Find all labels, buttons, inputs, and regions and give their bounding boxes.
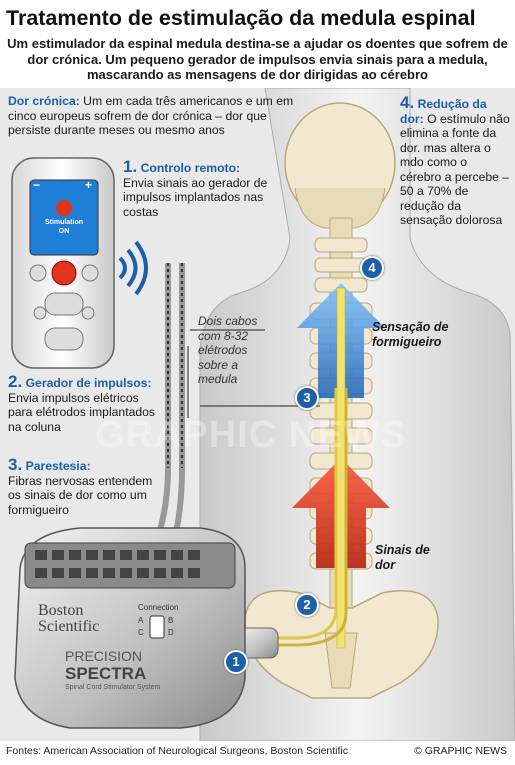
generator-model-line1: PRECISION: [65, 648, 143, 664]
tingling-label: Sensação de formigueiro: [372, 320, 449, 349]
generator-port-a: A: [138, 616, 144, 625]
step-3: 3. Parestesia: Fibras nervosas entendem …: [8, 455, 158, 517]
step-4-number: 4.: [400, 93, 415, 112]
step-1: 1. Controlo remoto: Envia sinais ao gera…: [123, 157, 268, 219]
generator-connection: Connection: [138, 603, 179, 612]
step-1-number: 1.: [123, 157, 138, 176]
generator-port-b: B: [168, 616, 174, 625]
generator-model-line2: SPECTRA: [65, 664, 147, 683]
step-2-heading: Gerador de impulsos:: [25, 376, 152, 390]
page-title: Tratamento de estimulação da medula espi…: [6, 6, 476, 30]
generator-model-line3: Spinal Cord Stimulator System: [65, 684, 161, 691]
watermark: GRAPHIC NEWS: [95, 414, 407, 456]
footer-credit: © GRAPHIC NEWS: [414, 745, 507, 757]
chronic-pain-body: Um em cada três americanos e um em cinco…: [8, 94, 294, 137]
step-4-heading: Redução da dor:: [400, 97, 487, 126]
spinal-leads: [255, 287, 348, 649]
step-2-text: Envia impulsos elétricos para elétrodos …: [8, 390, 156, 434]
badge-4: 4: [360, 256, 384, 280]
step-4: 4. Redução da dor: O estímulo não elimin…: [400, 93, 510, 228]
remote-screen: Stimulation ON: [30, 218, 98, 236]
generator-port-c: C: [138, 628, 144, 637]
badge-3: 3: [295, 386, 319, 410]
remote-screen-line1: Stimulation: [44, 219, 84, 226]
badge-1: 1: [224, 650, 248, 674]
remote-minus-label: −: [33, 178, 41, 192]
step-2-number: 2.: [8, 372, 23, 391]
pulse-generator: [14, 527, 246, 729]
illustration-panel: Stimulation ON − + Dor crónica: Um em ca…: [0, 88, 515, 741]
remote-plus-label: +: [85, 178, 93, 192]
generator-brand: Boston Scientific: [38, 602, 100, 635]
illustration-svg: [11, 88, 515, 741]
footer-sources: Fontes: American Association of Neurolog…: [6, 745, 349, 757]
step-3-number: 3.: [8, 455, 23, 474]
remote-screen-line2: ON: [58, 228, 70, 235]
pain-label: Sinais de dor: [375, 543, 430, 572]
skull: [284, 102, 396, 229]
badge-2: 2: [295, 593, 319, 617]
remote-control: [11, 157, 148, 369]
step-3-text: Fibras nervosas entendem os sinais de do…: [8, 473, 153, 517]
step-1-heading: Controlo remoto:: [140, 161, 241, 175]
chronic-pain-text: Dor crónica: Um em cada três americanos …: [8, 94, 298, 138]
step-1-text: Envia sinais ao gerador de impulsos impl…: [123, 175, 268, 219]
cables-label: Dois cabos com 8-32 elétrodos sobre a me…: [198, 314, 258, 386]
chronic-pain-heading: Dor crónica:: [8, 94, 80, 108]
step-4-text: O estímulo não elimina a fonte da dor. m…: [400, 111, 510, 228]
footer: Fontes: American Association of Neurolog…: [0, 741, 515, 765]
page-subtitle: Um estimulador da espinal medula destina…: [7, 36, 508, 82]
step-2: 2. Gerador de impulsos: Envia impulsos e…: [8, 372, 158, 434]
generator-port-d: D: [168, 628, 174, 637]
step-3-heading: Parestesia:: [25, 459, 91, 473]
